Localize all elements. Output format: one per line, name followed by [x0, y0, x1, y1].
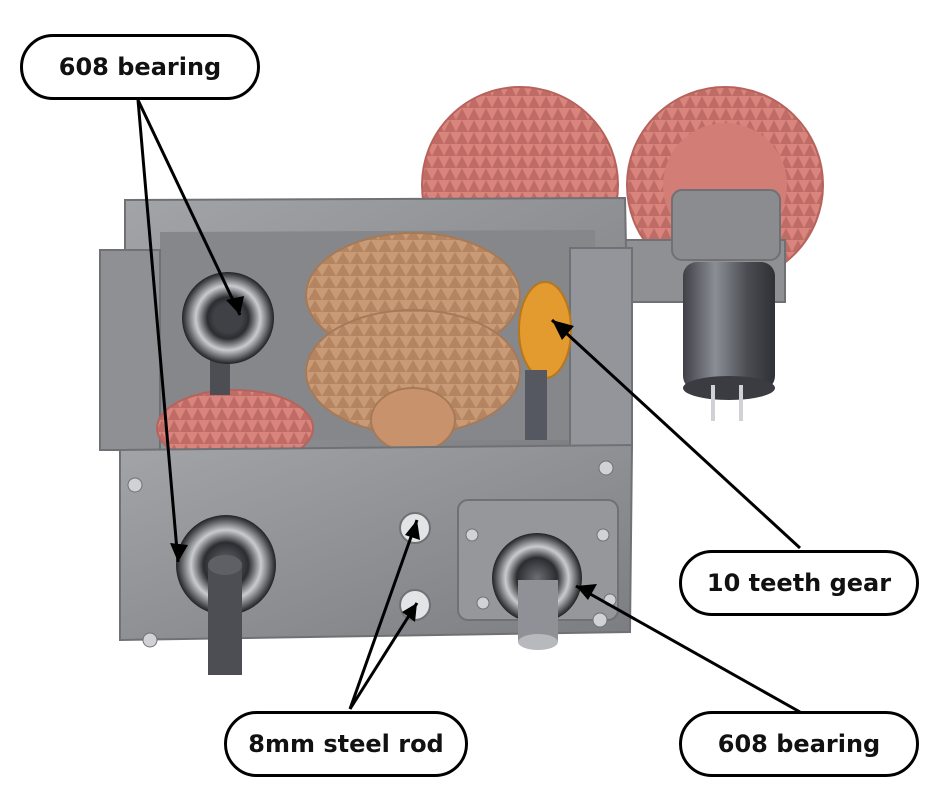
callout-608-bearing-top: 608 bearing — [20, 34, 260, 100]
callout-8mm-steel-rod: 8mm steel rod — [224, 711, 468, 777]
bearing-lower-right — [492, 533, 582, 650]
annotation-arrows — [136, 99, 802, 714]
internal-gears — [156, 232, 572, 467]
callout-10-teeth-gear: 10 teeth gear — [679, 550, 919, 616]
arrowheads — [170, 296, 597, 622]
bearing-lower-left — [176, 515, 276, 675]
callout-608-bearing-bottom: 608 bearing — [679, 711, 919, 777]
motor-assembly — [609, 189, 786, 421]
bearing-upper-left — [182, 272, 274, 364]
